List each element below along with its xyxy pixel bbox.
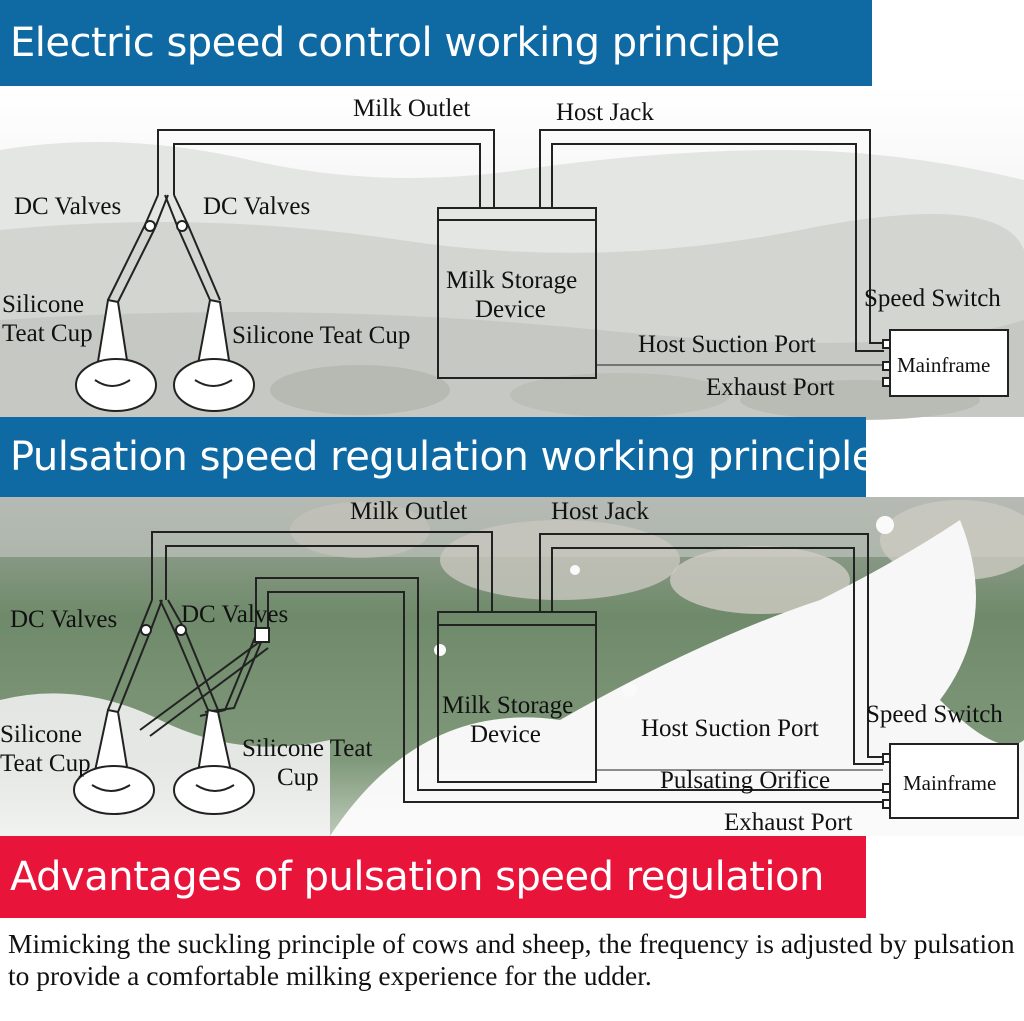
advantages-section-title: Advantages of pulsation speed regulation	[0, 836, 866, 918]
pulsation-exhaust-port-label: Exhaust Port	[724, 809, 853, 836]
electric-exhaust-port-label: Exhaust Port	[706, 374, 835, 401]
electric-storage-label-2: Device	[475, 296, 546, 323]
dc-valve-left-icon-2	[140, 624, 152, 636]
mainframe-2	[889, 743, 1019, 819]
electric-section-title: Electric speed control working principle	[0, 0, 872, 86]
electric-silicone-left-label-1: Silicone	[2, 291, 84, 318]
electric-diagram	[75, 129, 1009, 412]
pulsation-silicone-right-label-1: Silicone Teat	[242, 735, 372, 762]
dc-valve-right-icon	[176, 220, 188, 232]
electric-host-jack-label: Host Jack	[556, 99, 654, 126]
pulsation-labels: Milk Outlet Host Jack DC Valves DC Valve…	[0, 498, 1003, 836]
milk-storage-device-1	[437, 207, 597, 379]
pulsation-storage-label-2: Device	[470, 721, 541, 748]
pulsation-dc-valves-right-label: DC Valves	[181, 601, 288, 628]
electric-host-suction-port-label: Host Suction Port	[638, 331, 816, 358]
teat-cup-right-icon-2	[173, 708, 255, 815]
electric-silicone-left-label-2: Teat Cup	[2, 320, 93, 347]
electric-mainframe-label: Mainframe	[897, 353, 990, 377]
pulsation-silicone-right-label-2: Cup	[277, 764, 319, 791]
electric-speed-switch-label: Speed Switch	[864, 285, 1001, 312]
electric-storage-label-1: Milk Storage	[446, 267, 577, 294]
advantages-description: Mimicking the suckling principle of cows…	[8, 928, 1015, 991]
pulsation-speed-switch-label: Speed Switch	[866, 701, 1003, 728]
pulsation-silicone-left-label-1: Silicone	[0, 721, 82, 748]
pulsation-mainframe-label: Mainframe	[903, 771, 996, 795]
mainframe-1	[889, 329, 1009, 397]
pulsation-section-title: Pulsation speed regulation working princ…	[0, 417, 876, 497]
electric-labels: Milk Outlet Host Jack DC Valves DC Valve…	[2, 95, 1001, 401]
electric-dc-valves-left-label: DC Valves	[14, 193, 121, 220]
milk-storage-device-2	[437, 611, 597, 783]
pulsation-diagram	[73, 531, 1019, 819]
pulsation-host-suction-port-label: Host Suction Port	[641, 715, 819, 742]
pulsation-silicone-left-label-2: Teat Cup	[0, 750, 91, 777]
teat-cup-left-icon-2	[73, 708, 155, 815]
pulsation-host-jack-label: Host Jack	[551, 498, 649, 525]
electric-milk-outlet-label: Milk Outlet	[353, 95, 470, 122]
teat-cup-right-icon	[173, 298, 255, 412]
teat-cup-left-icon	[75, 298, 157, 412]
pulsation-pulsating-orifice-label: Pulsating Orifice	[660, 767, 830, 794]
pulsation-storage-label-1: Milk Storage	[442, 692, 573, 719]
dc-valve-left-icon	[144, 220, 156, 232]
electric-silicone-right-label: Silicone Teat Cup	[232, 322, 410, 349]
dc-valve-right-icon-2	[175, 624, 187, 636]
pulsation-milk-outlet-label: Milk Outlet	[350, 498, 467, 525]
pulsation-dc-valves-left-label: DC Valves	[10, 606, 117, 633]
electric-dc-valves-right-label: DC Valves	[203, 193, 310, 220]
